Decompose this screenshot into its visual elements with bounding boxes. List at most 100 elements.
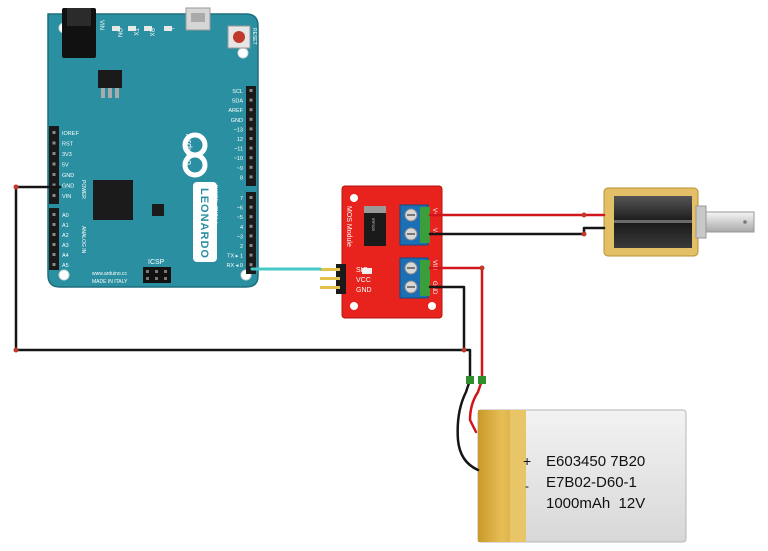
digital-pin-label: ~5 — [237, 215, 243, 221]
power-pin-label: 5V — [62, 163, 69, 169]
mosfet-chip — [364, 212, 386, 246]
website-text: www.arduino.cc — [92, 271, 128, 277]
digital-pin-label: SDA — [232, 99, 244, 105]
module-title: MOS Module — [345, 206, 352, 247]
power-pin-label: RST — [62, 142, 74, 148]
digital-pin-label: SCL — [232, 89, 243, 95]
terminal-label-vminus: V- — [431, 228, 437, 234]
reset-label: RESET — [251, 28, 257, 45]
solenoid — [603, 187, 755, 257]
power-pin-label: IOREF — [62, 131, 79, 137]
terminal-label-vin: VIN — [431, 260, 437, 270]
top-label: RX — [148, 28, 154, 36]
digital-pin-label: ~3 — [237, 234, 243, 240]
wires — [13, 184, 606, 472]
analog-pin-label: A3 — [62, 243, 69, 249]
analog-header-label: ANALOG IN — [80, 226, 86, 254]
chip-label: IRF520 — [371, 218, 376, 232]
wire-load-negative — [428, 226, 606, 236]
header-pin — [52, 263, 56, 266]
header-pin — [249, 98, 253, 102]
header-pin — [52, 141, 56, 145]
power-pin-label: GND — [62, 173, 74, 179]
header-pin — [249, 89, 253, 92]
power-terminal-block — [399, 257, 430, 299]
battery-plus: + — [523, 453, 531, 469]
header-pin — [249, 215, 253, 219]
header-pin — [52, 243, 56, 246]
top-label: TX — [132, 28, 138, 36]
header-pin — [52, 162, 56, 166]
header-pin — [249, 196, 253, 199]
header-pin — [52, 253, 56, 256]
digital-header-label: DIGITAL (PWM~) — [212, 185, 218, 224]
header-pin — [52, 223, 56, 226]
voltage-regulator — [98, 70, 122, 88]
pin-label-gnd: GND — [356, 287, 372, 294]
analog-pin-label: A2 — [62, 233, 69, 239]
digital-pin-label: 12 — [237, 137, 243, 143]
header-pin — [249, 137, 253, 140]
top-label: VIN — [98, 20, 104, 30]
power-pin-label: VIN — [62, 194, 71, 200]
header-pin — [249, 127, 253, 131]
battery-label-line3: 1000mAh 12V — [546, 495, 645, 512]
analog-header-strip — [49, 208, 59, 270]
analog-pin-label: A4 — [62, 253, 69, 259]
model-text: LEONARDO — [198, 188, 210, 259]
icsp-header — [143, 267, 171, 283]
digital-pin-label: ~6 — [237, 206, 243, 212]
header-pin — [249, 156, 253, 160]
pin-label-sig: SIG — [356, 267, 368, 274]
header-pin — [52, 131, 56, 134]
power-pin-label: GND — [62, 184, 74, 190]
digital-header-strip-bottom — [246, 192, 256, 274]
pin-label-vcc: VCC — [356, 277, 371, 284]
header-pin — [249, 224, 253, 228]
top-label: ON — [116, 28, 122, 37]
header-pin — [249, 234, 253, 238]
mos-module: MOS Module IRF520 SIG VCC GND — [320, 185, 443, 319]
header-pin — [249, 244, 253, 247]
load-terminal-block — [399, 204, 430, 246]
header-pin — [52, 194, 56, 197]
power-pin-label: 3V3 — [62, 152, 72, 158]
made-in-text: MADE IN ITALY — [92, 279, 128, 285]
header-pin — [249, 108, 253, 112]
digital-pin-label: RX ◂ 0 — [226, 263, 243, 269]
digital-pin-label: AREF — [228, 108, 243, 114]
analog-pin-label: A5 — [62, 263, 69, 269]
digital-pin-label: 2 — [240, 244, 243, 250]
wire-battery-negative — [428, 285, 480, 472]
header-pin — [52, 173, 56, 176]
header-pin — [52, 152, 56, 155]
digital-pin-label: 8 — [240, 175, 243, 181]
digital-pin-label: 7 — [240, 196, 243, 202]
brand-text: Arduino — [184, 134, 194, 165]
header-pin — [249, 117, 253, 121]
header-pin — [249, 165, 253, 169]
digital-pin-label: ~11 — [234, 147, 243, 153]
icsp-label: ICSP — [148, 259, 165, 266]
analog-pin-label: A1 — [62, 223, 69, 229]
battery-minus: - — [525, 479, 529, 493]
analog-pin-label: A0 — [62, 213, 69, 219]
microcontroller-chip — [93, 180, 133, 220]
digital-pin-label: ~10 — [234, 156, 243, 162]
header-pin — [249, 146, 253, 150]
battery-label-line1: E603450 7B20 — [546, 453, 645, 470]
crystal — [152, 204, 164, 216]
digital-pin-label: ~13 — [234, 127, 243, 133]
header-pin — [52, 213, 56, 216]
terminal-label-vplus: V+ — [431, 208, 437, 216]
arduino-logo — [182, 132, 208, 178]
header-pin — [249, 263, 253, 267]
digital-pin-label: GND — [231, 118, 243, 124]
digital-pin-label: 4 — [240, 225, 243, 231]
arduino-board: RESET VIN ON TX RX L Arduino LEONARDO — [47, 7, 259, 288]
header-pin — [52, 233, 56, 236]
battery: + - E603450 7B20 E7B02-D60-1 1000mAh 12V — [477, 409, 687, 543]
